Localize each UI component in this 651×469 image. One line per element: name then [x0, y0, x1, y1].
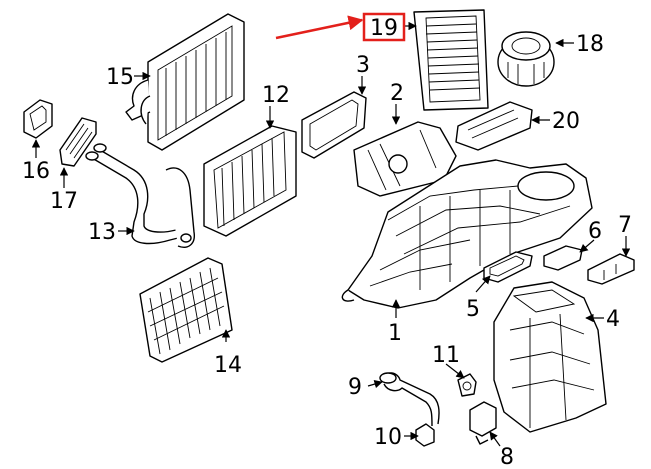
part-16-sensor: [23, 99, 53, 139]
callout-1: 1: [388, 321, 402, 346]
callout-16: 16: [22, 159, 50, 184]
part-2-blower-cover: [353, 121, 457, 197]
callout-6: 6: [588, 219, 602, 244]
callout-17: 17: [50, 189, 78, 214]
part-10-clip: [415, 423, 435, 447]
part-13-refrigerant-lines: [85, 143, 195, 248]
part-18-blower-motor: [497, 31, 555, 87]
part-15-evaporator-core: [125, 13, 245, 151]
part-9-drain-tube: [379, 372, 440, 427]
callout-10: 10: [374, 425, 402, 450]
part-7-actuator: [587, 253, 635, 285]
part-14-filter-grille: [139, 257, 233, 363]
highlight-box: [362, 12, 406, 42]
part-4-distribution-housing: [493, 281, 607, 433]
callout-2: 2: [390, 81, 404, 106]
callout-3: 3: [356, 53, 370, 78]
callout-labels: 15 16 17 13 12 14 3 2 19 18 20 1 5 6 7 4…: [22, 16, 632, 469]
callout-14: 14: [214, 353, 242, 378]
part-20-bracket: [455, 101, 533, 151]
callout-13: 13: [88, 220, 116, 245]
callout-12: 12: [262, 83, 290, 108]
callout-4: 4: [606, 307, 620, 332]
part-3-gasket: [301, 91, 367, 159]
part-12-heater-core: [203, 125, 297, 237]
callout-7: 7: [618, 213, 632, 238]
part-11-grommet: [457, 373, 477, 397]
part-19-cabin-air-filter: [413, 9, 489, 111]
callout-20: 20: [552, 109, 580, 134]
part-8-temperature-sensor: [469, 401, 497, 445]
callout-11: 11: [432, 343, 460, 368]
highlight-arrow: [275, 15, 364, 40]
callout-5: 5: [466, 297, 480, 322]
highlight-annotation: [275, 12, 406, 42]
part-1-hvac-housing: [341, 159, 593, 309]
callout-19: 19: [370, 16, 398, 41]
part-6-seal: [543, 245, 583, 271]
callout-9: 9: [348, 375, 362, 400]
leader-lines: [31, 21, 631, 447]
callout-18: 18: [576, 32, 604, 57]
callout-15: 15: [106, 65, 134, 90]
callout-8: 8: [500, 445, 514, 469]
part-17-valve-block: [59, 117, 97, 167]
